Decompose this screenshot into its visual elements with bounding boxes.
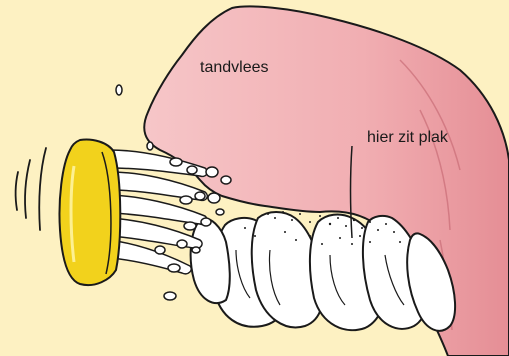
plaque-label: hier zit plak	[367, 129, 448, 147]
toothbrush-head-icon	[59, 140, 120, 286]
gum-label: tandvlees	[200, 59, 269, 77]
motion-lines-icon	[16, 148, 46, 230]
